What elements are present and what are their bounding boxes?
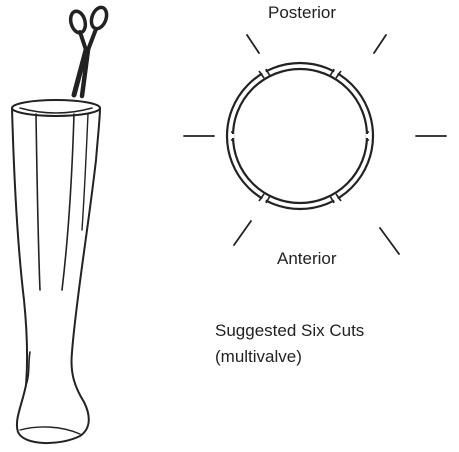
- caption-title: Suggested Six Cuts: [215, 321, 364, 341]
- posterior-label: Posterior: [268, 3, 336, 23]
- scissors-icon: [68, 5, 109, 96]
- cross-section: [184, 35, 446, 254]
- anterior-label: Anterior: [277, 249, 337, 269]
- cut-indicators: [184, 35, 446, 254]
- caption-subtitle: (multivalve): [215, 347, 302, 367]
- leg-cast: [12, 100, 100, 443]
